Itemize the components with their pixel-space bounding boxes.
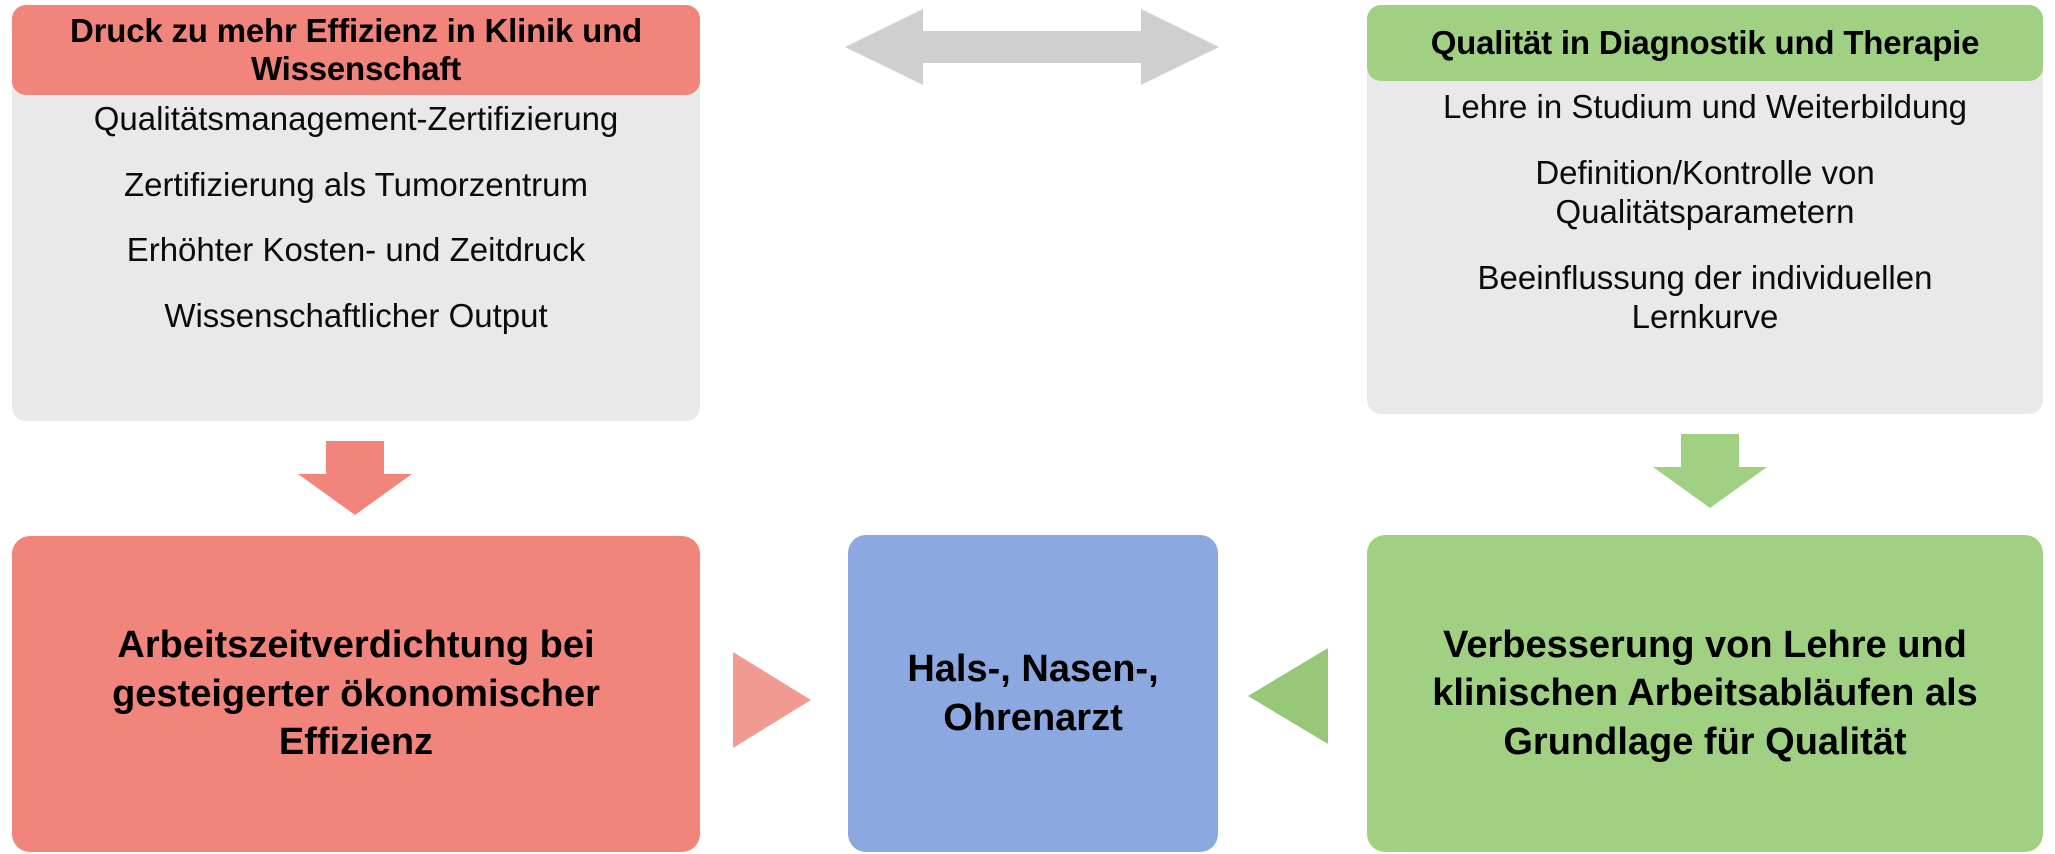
list-item: Qualitätsmanagement-Zertifizierung [93,100,619,137]
list-item: Wissenschaftlicher Output [164,296,548,334]
bottom-left-box: Arbeitszeitverdichtung bei gesteigerter … [12,536,700,852]
left-panel: Druck zu mehr Effizienz in Klinik und Wi… [12,5,700,421]
right-panel-body: Lehre in Studium und Weiterbildung Defin… [1367,87,2043,363]
right-panel-header: Qualität in Diagnostik und Therapie [1367,5,2043,81]
list-item: Definition/Kontrolle von Qualitätsparame… [1535,153,1875,231]
right-panel: Qualität in Diagnostik und Therapie Lehr… [1367,5,2043,414]
bottom-center-box: Hals-, Nasen-, Ohrenarzt [848,535,1218,852]
left-pointing-triangle-arrow-icon [1248,648,1328,744]
down-arrow-icon [298,441,412,515]
down-arrow-icon [1653,434,1767,508]
list-item: Zertifizierung als Tumorzentrum [124,165,588,203]
list-item: Lehre in Studium und Weiterbildung [1442,88,1968,125]
left-panel-header: Druck zu mehr Effizienz in Klinik und Wi… [12,5,700,95]
list-item: Beeinflussung der individuellen Lernkurv… [1477,258,1933,336]
left-panel-body: Qualitätsmanagement-Zertifizierung Zerti… [12,99,700,361]
bottom-right-box: Verbesserung von Lehre und klinischen Ar… [1367,535,2043,852]
list-item: Erhöhter Kosten- und Zeitdruck [126,231,586,269]
right-pointing-triangle-arrow-icon [733,652,811,748]
double-headed-horizontal-arrow-icon [845,9,1219,85]
